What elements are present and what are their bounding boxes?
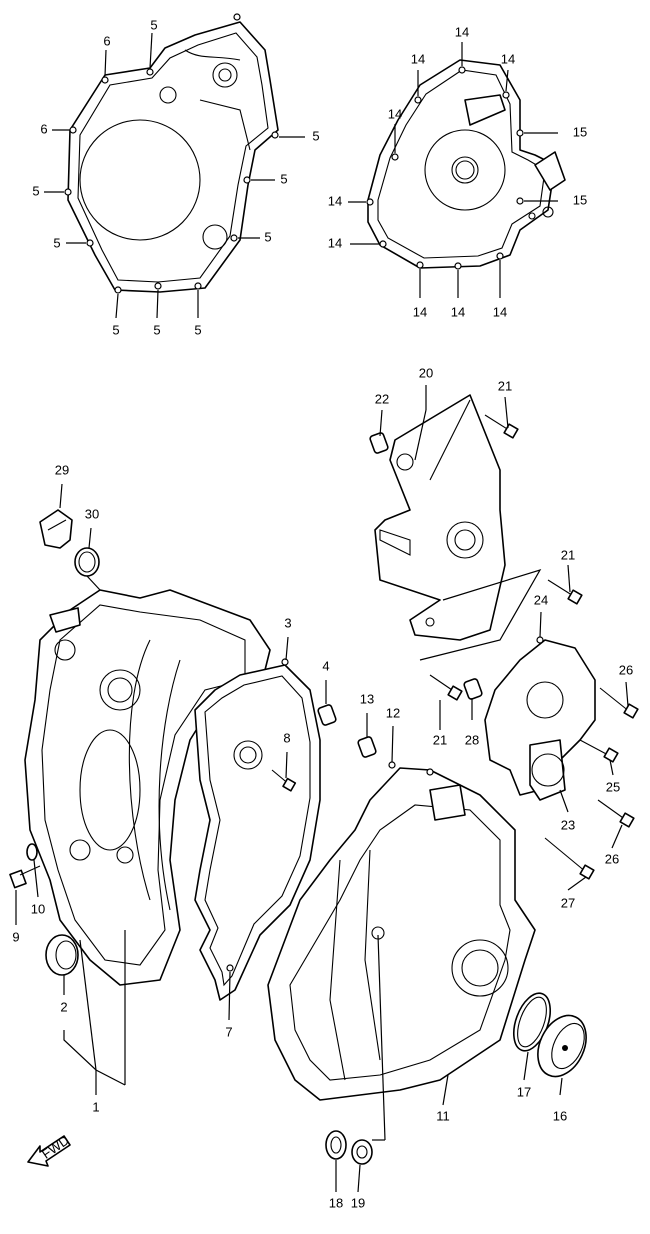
- part-24-cover: [484, 636, 596, 801]
- fwd-arrow-icon: [27, 1135, 71, 1167]
- leaders-18-19: [335, 934, 386, 1193]
- part-20-cover: [374, 394, 506, 641]
- callout-9: 9: [12, 929, 19, 944]
- callout-25: 25: [606, 779, 620, 794]
- callout-3: 3: [284, 615, 291, 630]
- callout-labels: 5 6 6 5 5 5 5 5 5 5 5 14 14 14 14 14 14 …: [12, 17, 633, 1210]
- callout-13: 13: [360, 691, 374, 706]
- callout-26: 26: [605, 851, 619, 866]
- callout-11: 11: [436, 1108, 450, 1123]
- callout-14: 14: [493, 304, 507, 319]
- callout-29: 29: [55, 462, 69, 477]
- leaders-20-22-21: [379, 385, 571, 730]
- callout-21: 21: [561, 547, 575, 562]
- callout-26: 26: [619, 662, 633, 677]
- callout-5: 5: [153, 322, 160, 337]
- part-7-gasket: [194, 658, 321, 1001]
- part-30-o-ring: [74, 547, 100, 577]
- part-16-cap: [537, 1014, 587, 1078]
- part-10-washer: [26, 843, 38, 861]
- callout-5: 5: [112, 322, 119, 337]
- callout-4: 4: [322, 658, 329, 673]
- callout-14: 14: [455, 24, 469, 39]
- part-21-bolts: [429, 414, 583, 701]
- part-8-bolt: [271, 769, 297, 792]
- callout-5: 5: [53, 235, 60, 250]
- callout-10: 10: [31, 901, 45, 916]
- part-1-crankcase: [24, 589, 271, 986]
- part-2-seal: [45, 934, 79, 976]
- callout-14: 14: [388, 106, 402, 121]
- callout-21: 21: [433, 732, 447, 747]
- callout-14: 14: [413, 304, 427, 319]
- generator-cover-gasket: [366, 59, 566, 270]
- callout-20: 20: [419, 365, 433, 380]
- leaders-top-right: [348, 42, 558, 298]
- callout-6: 6: [103, 33, 110, 48]
- callout-2: 2: [60, 999, 67, 1014]
- clutch-cover-gasket: [64, 13, 279, 294]
- callout-24: 24: [534, 592, 548, 607]
- callout-21: 21: [498, 378, 512, 393]
- generator-gasket-holes: [366, 66, 524, 270]
- callout-1: 1: [92, 1099, 99, 1114]
- callout-5: 5: [32, 183, 39, 198]
- callout-5: 5: [264, 229, 271, 244]
- parts-25-27-bolts: [544, 687, 639, 880]
- part-29-plug: [39, 509, 73, 549]
- callout-8: 8: [283, 730, 290, 745]
- callout-16: 16: [553, 1108, 567, 1123]
- callout-12: 12: [386, 705, 400, 720]
- callout-14: 14: [328, 235, 342, 250]
- part-18-plug: [325, 1130, 347, 1160]
- leaders-top-left: [44, 32, 305, 319]
- callout-14: 14: [451, 304, 465, 319]
- part-19-washer: [351, 1139, 373, 1165]
- callout-27: 27: [561, 895, 575, 910]
- callout-6: 6: [40, 121, 47, 136]
- part-28-dowel: [463, 678, 483, 700]
- callout-5: 5: [194, 322, 201, 337]
- callout-15: 15: [573, 124, 587, 139]
- part-22-dowel: [369, 432, 389, 454]
- callout-17: 17: [517, 1084, 531, 1099]
- leaders-11-13: [366, 713, 449, 1106]
- leaders-9-10: [15, 859, 39, 925]
- leaders-3-4-7-8: [228, 636, 327, 1021]
- callout-5: 5: [280, 171, 287, 186]
- callout-7: 7: [225, 1024, 232, 1039]
- callout-15: 15: [573, 192, 587, 207]
- leaders-16-17: [523, 1051, 563, 1096]
- callout-22: 22: [375, 391, 389, 406]
- callout-30: 30: [85, 506, 99, 521]
- part-4-dowel: [317, 704, 337, 726]
- leaders-1-2: [63, 930, 126, 1095]
- part-9-bolt: [9, 865, 41, 889]
- gasket-holes: [64, 13, 279, 294]
- leaders-29-30: [59, 483, 101, 591]
- fwd-label: FWD: [39, 1132, 72, 1161]
- part-13-dowel: [357, 736, 377, 758]
- callout-5: 5: [150, 17, 157, 32]
- callout-14: 14: [411, 51, 425, 66]
- callout-18: 18: [329, 1195, 343, 1210]
- callout-23: 23: [561, 817, 575, 832]
- callout-28: 28: [465, 732, 479, 747]
- callout-19: 19: [351, 1195, 365, 1210]
- leaders-23-28: [471, 611, 629, 891]
- callout-14: 14: [501, 51, 515, 66]
- part-12-generator-cover: [267, 761, 536, 1101]
- callout-14: 14: [328, 193, 342, 208]
- callout-5: 5: [312, 128, 319, 143]
